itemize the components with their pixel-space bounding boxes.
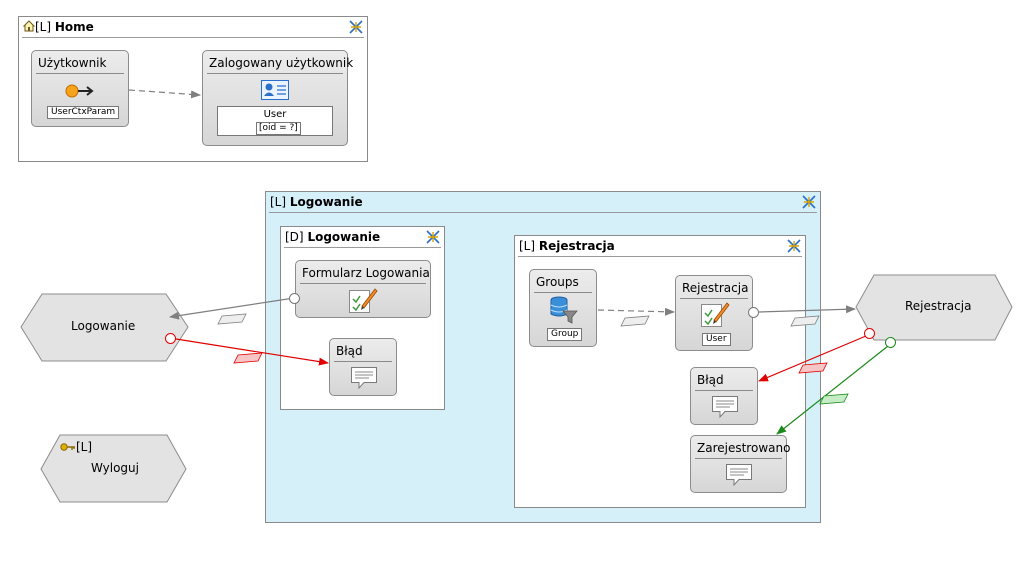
divider [36,73,124,74]
ko-port[interactable] [165,333,176,344]
operation-rejestracja-label: Rejestracja [905,299,972,313]
area-tag: [L] [270,195,287,209]
data-unit-icon [261,80,289,100]
unit-blad-logowanie[interactable]: Błąd [329,338,397,396]
entity-label: Group [547,328,583,341]
context-param-icon [65,83,95,99]
area-layout-icon[interactable] [426,230,440,244]
unit-title: Błąd [697,373,724,387]
divider [680,298,748,299]
unit-title: Błąd [336,344,363,358]
divider [695,458,782,459]
selector-db-icon [549,296,579,324]
operation-wyloguj-label: Wyloguj [91,461,139,475]
unit-title: Użytkownik [38,56,107,70]
entity-box: User [oid = ?] [217,106,333,136]
subarea-title: [L] Rejestracja [519,239,615,253]
divider [269,212,817,213]
form-output-port[interactable] [748,307,759,318]
operation-wyloguj-tag: [L] [76,440,93,454]
divider [695,390,753,391]
selector-label: [oid = ?] [256,122,301,135]
entity-label: User [702,333,731,346]
area-layout-icon[interactable] [802,195,816,209]
home-area-name: Home [54,20,94,34]
divider [534,292,592,293]
param-label: UserCtxParam [47,106,120,119]
divider [284,247,441,248]
area-name: Rejestracja [538,239,615,253]
message-icon [350,366,378,390]
area-name: Logowanie [289,195,363,209]
unit-groups[interactable]: Groups Group [529,269,597,347]
ok-port[interactable] [885,337,896,348]
logowanie-area-title: [L] Logowanie [270,195,363,209]
unit-title: Formularz Logowania [302,266,430,280]
entity-name: User [263,109,287,120]
entry-form-icon [348,286,378,314]
home-icon [22,20,36,32]
unit-title: Groups [536,275,579,289]
key-icon [60,441,76,451]
message-icon [725,463,753,487]
area-layout-icon[interactable] [787,239,801,253]
area-tag: [D] [285,230,304,244]
divider [518,256,802,257]
divider [22,37,364,38]
divider [300,283,426,284]
unit-title: Zarejestrowano [697,441,791,455]
unit-blad-rejestracja[interactable]: Błąd [690,367,758,425]
message-icon [711,395,739,419]
unit-title: Rejestracja [682,281,749,295]
form-output-port[interactable] [289,293,300,304]
home-area-tag: [L] [35,20,52,34]
unit-zarejestrowano[interactable]: Zarejestrowano [690,435,791,493]
area-name: Logowanie [307,230,381,244]
unit-uzytkownik[interactable]: Użytkownik UserCtxParam [31,50,129,127]
unit-formularz-logowania[interactable]: Formularz Logowania [295,260,431,318]
unit-zalogowany-uzytkownik[interactable]: Zalogowany użytkownik User [oid = ?] [202,50,353,146]
subarea-title: [D] Logowanie [285,230,380,244]
unit-rejestracja-form[interactable]: Rejestracja User [675,275,753,351]
operation-logowanie-label: Logowanie [71,319,136,333]
divider [334,361,392,362]
ko-port[interactable] [864,328,875,339]
home-area-title: [L] Home [22,20,94,34]
unit-title: Zalogowany użytkownik [209,56,354,70]
area-layout-icon[interactable] [349,20,363,34]
area-tag: [L] [519,239,536,253]
divider [207,73,343,74]
entry-form-icon [700,300,730,328]
